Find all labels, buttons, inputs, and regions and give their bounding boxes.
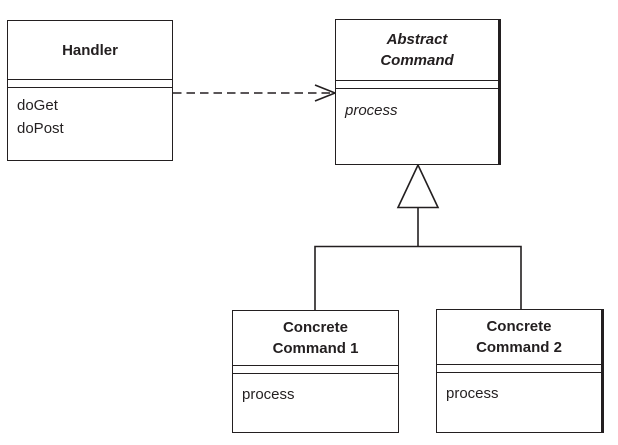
- class-box-abstract-command: Abstract Command process: [335, 19, 501, 165]
- class-box-handler: Handler doGet doPost: [7, 20, 173, 161]
- attributes-compartment-concrete-command-2: [437, 364, 601, 373]
- methods-compartment-abstract-command: process: [345, 102, 398, 119]
- generalization-triangle-icon: [396, 163, 440, 209]
- attributes-compartment-abstract-command: [336, 80, 498, 89]
- methods-compartment-concrete-command-2: process: [446, 385, 499, 402]
- generalization-connector-line: [314, 245, 522, 310]
- attributes-compartment-concrete-command-1: [233, 365, 398, 374]
- class-name-abstract-command: Abstract Command: [380, 31, 454, 69]
- attributes-compartment-handler: [8, 79, 172, 88]
- class-name-concrete-command-1: Concrete Command 1: [272, 319, 359, 357]
- class-box-concrete-command-2: Concrete Command 2 process: [436, 309, 604, 433]
- class-box-concrete-command-1: Concrete Command 1 process: [232, 310, 399, 433]
- class-name-concrete-command-2: Concrete Command 2: [476, 318, 562, 356]
- class-name-handler: Handler: [62, 41, 118, 59]
- methods-compartment-concrete-command-1: process: [242, 386, 295, 403]
- methods-compartment-handler: doGet doPost: [17, 97, 64, 137]
